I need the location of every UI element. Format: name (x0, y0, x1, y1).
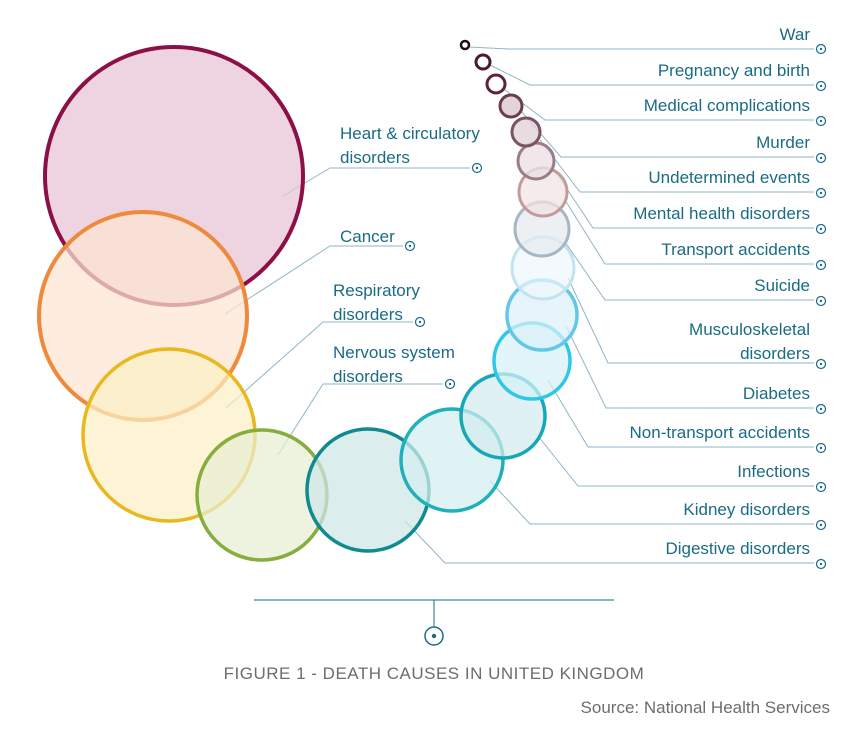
label-line: Kidney disorders (683, 500, 810, 519)
cause-bubbles (37, 39, 579, 562)
marker-dot-digestive-disorders-icon (819, 562, 823, 566)
label-suicide: Suicide (754, 276, 810, 295)
label-digestive-disorders: Digestive disorders (665, 539, 810, 558)
label-mental-health-disorders: Mental health disorders (633, 204, 810, 223)
marker-dot-mental-health-disorders-icon (819, 227, 823, 231)
label-line: Suicide (754, 276, 810, 295)
label-undetermined-events: Undetermined events (648, 168, 810, 187)
label-infections: Infections (737, 462, 810, 481)
label-line: Cancer (340, 227, 395, 246)
label-line: Musculoskeletal (689, 320, 810, 339)
label-line: Respiratory (333, 281, 420, 300)
marker-dot-diabetes-icon (819, 407, 823, 411)
baseline-end-icon (424, 626, 444, 646)
label-murder: Murder (756, 133, 810, 152)
leader-line-diabetes (565, 325, 814, 409)
marker-dot-nervous-system-disorders-icon (448, 382, 452, 386)
leader-line-transport-accidents (564, 199, 814, 265)
bubble-pregnancy-and-birth (474, 53, 492, 71)
marker-dot-murder-icon (819, 156, 823, 160)
label-respiratory-disorders: Respiratory disorders (333, 281, 420, 324)
leader-line-respiratory-disorders (225, 321, 413, 409)
label-line: Nervous system (333, 343, 455, 362)
label-line: Murder (756, 133, 810, 152)
leader-line-cancer (224, 245, 403, 315)
leader-line-nervous-system-disorders (277, 383, 443, 456)
leader-line-heart-circulatory-disorders (282, 167, 470, 197)
bubble-undetermined-events (510, 116, 542, 148)
label-line: Mental health disorders (633, 204, 810, 223)
label-kidney-disorders: Kidney disorders (683, 500, 810, 519)
leader-line-pregnancy-and-birth (489, 64, 814, 86)
marker-dot-transport-accidents-icon (819, 263, 823, 267)
marker-dot-infections-icon (819, 485, 823, 489)
marker-dot-respiratory-disorders-icon (418, 320, 422, 324)
figure-caption: FIGURE 1 - DEATH CAUSES IN UNITED KINGDO… (224, 664, 645, 683)
label-diabetes: Diabetes (743, 384, 810, 403)
label-line: Non-transport accidents (630, 423, 810, 442)
label-medical-complications: Medical complications (644, 96, 810, 115)
label-line: Medical complications (644, 96, 810, 115)
label-pregnancy-and-birth: Pregnancy and birth (658, 61, 810, 80)
marker-dot-pregnancy-and-birth-icon (819, 84, 823, 88)
marker-dot-cancer-icon (408, 244, 412, 248)
leader-lines (224, 46, 814, 564)
marker-dot-suicide-icon (819, 299, 823, 303)
marker-dot-non-transport-accidents-icon (819, 446, 823, 450)
marker-dot-heart-circulatory-disorders-icon (475, 166, 479, 170)
marker-dot-war-icon (819, 47, 823, 51)
bubble-murder (498, 93, 524, 119)
label-line: disorders (740, 344, 810, 363)
marker-dot-musculoskeletal-disorders-icon (819, 362, 823, 366)
marker-dot-medical-complications-icon (819, 119, 823, 123)
bubble-war (459, 39, 471, 51)
leader-line-non-transport-accidents (547, 379, 814, 448)
label-musculoskeletal-disorders: Musculoskeletal disorders (689, 320, 810, 363)
label-cancer: Cancer (340, 227, 395, 246)
label-line: Infections (737, 462, 810, 481)
label-line: War (779, 25, 810, 44)
leader-line-suicide (564, 241, 814, 301)
label-line: Heart & circulatory (340, 124, 480, 143)
label-line: Transport accidents (661, 240, 810, 259)
label-nervous-system-disorders: Nervous system disorders (333, 343, 455, 386)
marker-dot-undetermined-events-icon (819, 191, 823, 195)
leader-line-musculoskeletal-disorders (567, 277, 814, 364)
label-war: War (779, 25, 810, 44)
label-transport-accidents: Transport accidents (661, 240, 810, 259)
label-non-transport-accidents: Non-transport accidents (630, 423, 810, 442)
leader-line-infections (537, 435, 814, 487)
bubble-mental-health-disorders (516, 141, 556, 181)
bubble-medical-complications (485, 73, 507, 95)
label-line: disorders (333, 305, 403, 324)
leader-line-war (468, 46, 814, 50)
label-line: Pregnancy and birth (658, 61, 810, 80)
label-heart-circulatory-disorders: Heart & circulatory disorders (340, 124, 480, 167)
marker-dot-kidney-disorders-icon (819, 523, 823, 527)
label-line: Digestive disorders (665, 539, 810, 558)
label-line: Undetermined events (648, 168, 810, 187)
leader-line-kidney-disorders (489, 480, 814, 525)
figure-source: Source: National Health Services (581, 698, 830, 717)
baseline-end-dot-icon (431, 633, 437, 639)
leader-line-digestive-disorders (404, 520, 814, 564)
label-line: disorders (333, 367, 403, 386)
baseline-marker (254, 599, 614, 646)
label-line: disorders (340, 148, 410, 167)
label-line: Diabetes (743, 384, 810, 403)
